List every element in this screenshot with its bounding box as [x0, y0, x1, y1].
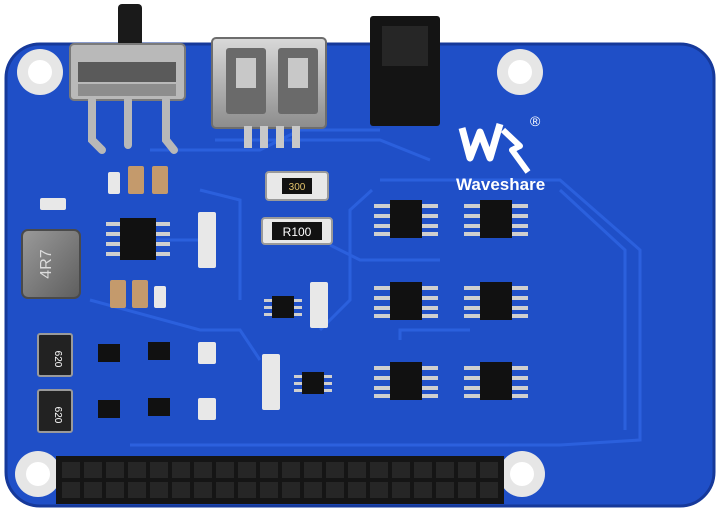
- mounting-hole-top-left: [17, 49, 63, 95]
- gpio-pin-socket: [84, 462, 102, 478]
- gpio-pin-socket: [194, 482, 212, 498]
- gpio-pin-socket: [348, 462, 366, 478]
- ic-chip: [374, 362, 438, 400]
- gpio-pin-socket: [282, 482, 300, 498]
- ic-chips: [106, 200, 528, 400]
- mounting-hole-top-right: [497, 49, 543, 95]
- gpio-pin-socket: [326, 482, 344, 498]
- gpio-pin-socket: [172, 462, 190, 478]
- ic-chip: [464, 362, 528, 400]
- gpio-pin-socket: [238, 462, 256, 478]
- gpio-pin-socket: [194, 462, 212, 478]
- gpio-pin-socket: [282, 462, 300, 478]
- gpio-header-pins: [62, 462, 498, 498]
- resistor-300-marking: 300: [289, 182, 306, 193]
- ic-chip-small: [294, 372, 332, 394]
- inductor: 4R7: [21, 229, 81, 299]
- ic-chip: [374, 200, 438, 238]
- transistors: [98, 342, 170, 418]
- current-sense-resistor: R100: [261, 217, 333, 245]
- gpio-pin-socket: [62, 482, 80, 498]
- gpio-pin-socket: [392, 482, 410, 498]
- gpio-pin-socket: [106, 482, 124, 498]
- gpio-pin-socket: [304, 482, 322, 498]
- gpio-pin-socket: [392, 462, 410, 478]
- slide-switch[interactable]: [69, 4, 186, 154]
- gpio-pin-socket: [216, 462, 234, 478]
- ic-chip: [106, 218, 170, 260]
- gpio-pin-socket: [348, 482, 366, 498]
- waveshare-logo-icon: [458, 123, 531, 174]
- gpio-pin-socket: [216, 482, 234, 498]
- ic-chip: [374, 282, 438, 320]
- diode-top: 620: [37, 333, 73, 377]
- gpio-pin-socket: [150, 462, 168, 478]
- gpio-pin-socket: [128, 462, 146, 478]
- gpio-pin-socket: [172, 482, 190, 498]
- brand-name: Waveshare: [456, 175, 545, 194]
- dc-power-jack[interactable]: [370, 16, 440, 126]
- ic-chip: [464, 200, 528, 238]
- gpio-pin-socket: [436, 462, 454, 478]
- gpio-pin-socket: [414, 462, 432, 478]
- gpio-pin-socket: [458, 482, 476, 498]
- gpio-pin-socket: [62, 462, 80, 478]
- mounting-hole-bottom-right: [499, 451, 545, 497]
- current-sense-resistor-marking: R100: [283, 225, 312, 239]
- resistor-300: 300: [265, 171, 329, 201]
- passive-components: [40, 166, 328, 420]
- diode-bottom: 620: [37, 389, 73, 433]
- ic-chip-small: [264, 296, 302, 318]
- gpio-pin-socket: [458, 462, 476, 478]
- gpio-pin-socket: [414, 482, 432, 498]
- gpio-pin-socket: [84, 482, 102, 498]
- gpio-pin-socket: [150, 482, 168, 498]
- usb-a-port[interactable]: [211, 37, 327, 148]
- gpio-pin-socket: [370, 462, 388, 478]
- mounting-holes: [15, 49, 545, 497]
- pcb-traces: [89, 128, 642, 447]
- gpio-pin-socket: [370, 482, 388, 498]
- gpio-pin-socket: [260, 482, 278, 498]
- gpio-pin-socket: [238, 482, 256, 498]
- pcb-board: [4, 42, 716, 508]
- diode-bottom-marking: 620: [52, 407, 63, 424]
- gpio-pin-socket: [436, 482, 454, 498]
- gpio-pin-socket: [128, 482, 146, 498]
- gpio-pin-socket: [260, 462, 278, 478]
- mounting-hole-bottom-left: [15, 451, 61, 497]
- ic-chip: [464, 282, 528, 320]
- gpio-pin-socket: [304, 462, 322, 478]
- gpio-pin-socket: [326, 462, 344, 478]
- gpio-pin-socket: [480, 462, 498, 478]
- gpio-pin-socket: [480, 482, 498, 498]
- diode-top-marking: 620: [52, 351, 63, 368]
- waveshare-logo: ® Waveshare: [456, 113, 545, 194]
- registered-mark: ®: [530, 113, 541, 129]
- gpio-header[interactable]: [56, 456, 504, 504]
- gpio-pin-socket: [106, 462, 124, 478]
- inductor-marking: 4R7: [38, 249, 55, 278]
